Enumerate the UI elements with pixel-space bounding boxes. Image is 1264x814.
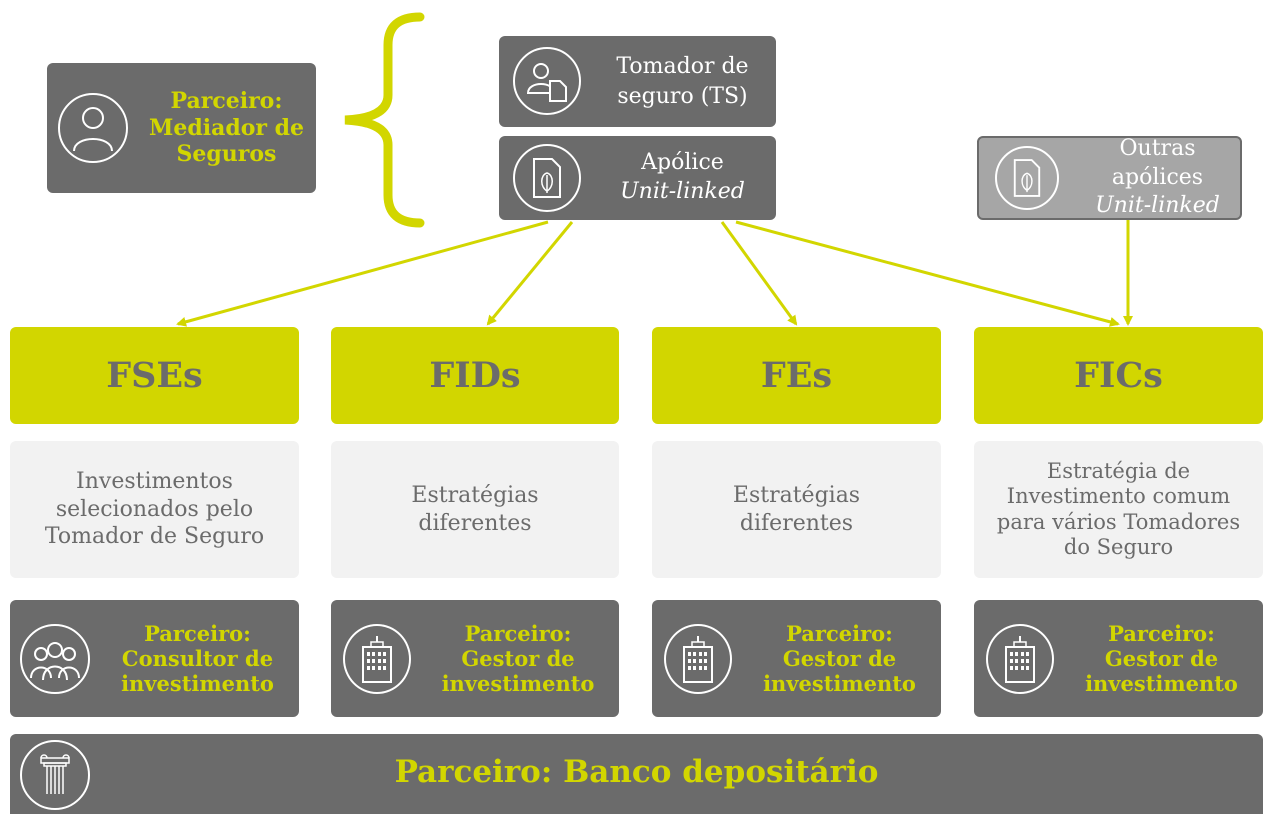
fund-fes-description: Estratégias diferentes [652,441,941,578]
fund-fids-header: FIDs [331,327,619,424]
fund-fes-partner: Parceiro: Gestor de investimento [652,600,941,717]
other-policies-line2: Unit-linked [1095,193,1220,219]
building-icon [343,624,411,694]
partner-line1: Parceiro: [464,620,572,646]
fund-fids-partner: Parceiro: Gestor de investimento [331,600,619,717]
bank-bar: Parceiro: Banco depositário [10,734,1263,814]
partner-line2: Gestor de [782,645,897,671]
fund-fses-description: Investimentos selecionados pelo Tomador … [10,441,299,578]
policy-line2: Unit-linked [620,179,745,204]
curly-brace [344,12,425,228]
fund-title: FIDs [429,355,521,396]
fund-fics-header: FICs [974,327,1263,424]
mediator-line1: Parceiro: [170,88,283,115]
fund-title: FSEs [106,355,203,396]
document-leaf-icon [995,146,1059,210]
fund-fses-header: FSEs [10,327,299,424]
people-group-icon [20,624,90,694]
partner-line2: Gestor de [1104,645,1219,671]
person-document-icon [513,47,581,115]
partner-line2: Gestor de [461,645,575,671]
fund-title: FICs [1074,355,1163,396]
fund-description: Estratégias diferentes [411,483,539,536]
fund-description: Estratégias diferentes [732,483,861,536]
partner-line3: investimento [763,671,916,697]
partner-line1: Parceiro: [1108,620,1215,646]
building-icon [664,624,732,694]
document-leaf-icon [513,144,581,212]
mediator-box: Parceiro: Mediador de Seguros [47,63,316,193]
arrow-to-fics [735,220,1120,327]
fund-title: FEs [760,355,833,396]
bank-label: Parceiro: Banco depositário [394,753,879,790]
other-policies-line1: Outras apólices [1111,136,1204,190]
person-icon [58,93,128,163]
policyholder-line1: Tomador de [616,53,749,79]
fund-fes-header: FEs [652,327,941,424]
fund-description: Investimentos selecionados pelo Tomador … [44,469,265,550]
policy-box: Apólice Unit-linked [499,136,776,220]
building-icon [986,624,1054,694]
partner-line1: Parceiro: [144,620,251,646]
arrow-to-fses [176,220,549,327]
partner-line3: investimento [441,671,595,697]
partner-line3: investimento [1085,671,1238,697]
fund-fids-description: Estratégias diferentes [331,441,619,578]
policyholder-line2: seguro (TS) [617,83,748,109]
fund-description: Estratégia de Investimento comum para vá… [996,459,1241,559]
mediator-line2: Mediador de [148,114,305,141]
fund-fses-partner: Parceiro: Consultor de investimento [10,600,299,717]
partner-line2: Consultor de [121,645,274,671]
partner-line1: Parceiro: [786,620,893,646]
mediator-line3: Seguros [176,141,277,168]
policy-line1: Apólice [641,150,724,176]
fund-fics-description: Estratégia de Investimento comum para vá… [974,441,1263,578]
fund-fics-partner: Parceiro: Gestor de investimento [974,600,1263,717]
other-policies-box: Outras apólices Unit-linked [977,136,1242,220]
arrow-to-fids [486,221,574,326]
partner-line3: investimento [121,671,274,697]
arrow-to-fes [720,221,798,326]
policyholder-box: Tomador de seguro (TS) [499,36,776,127]
